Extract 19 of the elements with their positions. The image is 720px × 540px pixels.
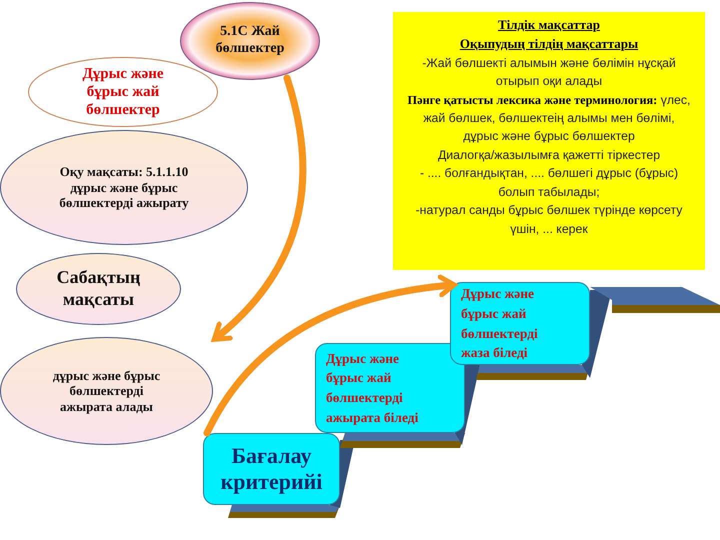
panel-text: Пәнге қатысты лексика және терминология: үлес, жай бөлшек, бөлшектеің алымы мен бөлімі, дұрыс және бұрыс бөлшектер [407,92,691,146]
panel-text: -натурал санды бұрыс бөлшек түрінде көрсету үшін, ... керек [414,202,684,238]
text-panel [393,12,705,270]
node-label: Дұрыс және бұрыс жай бөлшектер [81,65,165,119]
node-label: Оқу мақсаты: 5.1.1.10 дұрыс және бұрыс бөлшектерді ажырату [58,164,190,211]
panel-heading: Тілдік мақсаттар [498,16,600,34]
curved-arrow [212,74,306,342]
panel-heading: Оқыпудың тілдің мақсаттары [460,34,638,53]
step-box [450,282,590,365]
curved-arrow [204,274,457,436]
panel-text: Диалогқа/жазылымға қажетті тіркестер [438,146,660,164]
node-label: дұрыс және бұрыс бөлшектерді ажырата алады [52,368,162,414]
panel-text: - .... болғандықтан, .... бөлшегі дұрыс (бұрыс) болып табылады; [418,165,680,201]
node-label: 5.1С Жай бөлшектер [214,24,286,58]
step-box [203,433,340,505]
step-label: Бағалау критерийі [220,442,324,496]
step-label: Дұрыс және бұрыс жай бөлшектерді ажырата біледі [326,350,420,427]
step-label: Дұрыс және бұрыс жай бөлшектерді жаза біледі [461,285,539,362]
node-label: Сабақтың мақсаты [56,267,142,311]
